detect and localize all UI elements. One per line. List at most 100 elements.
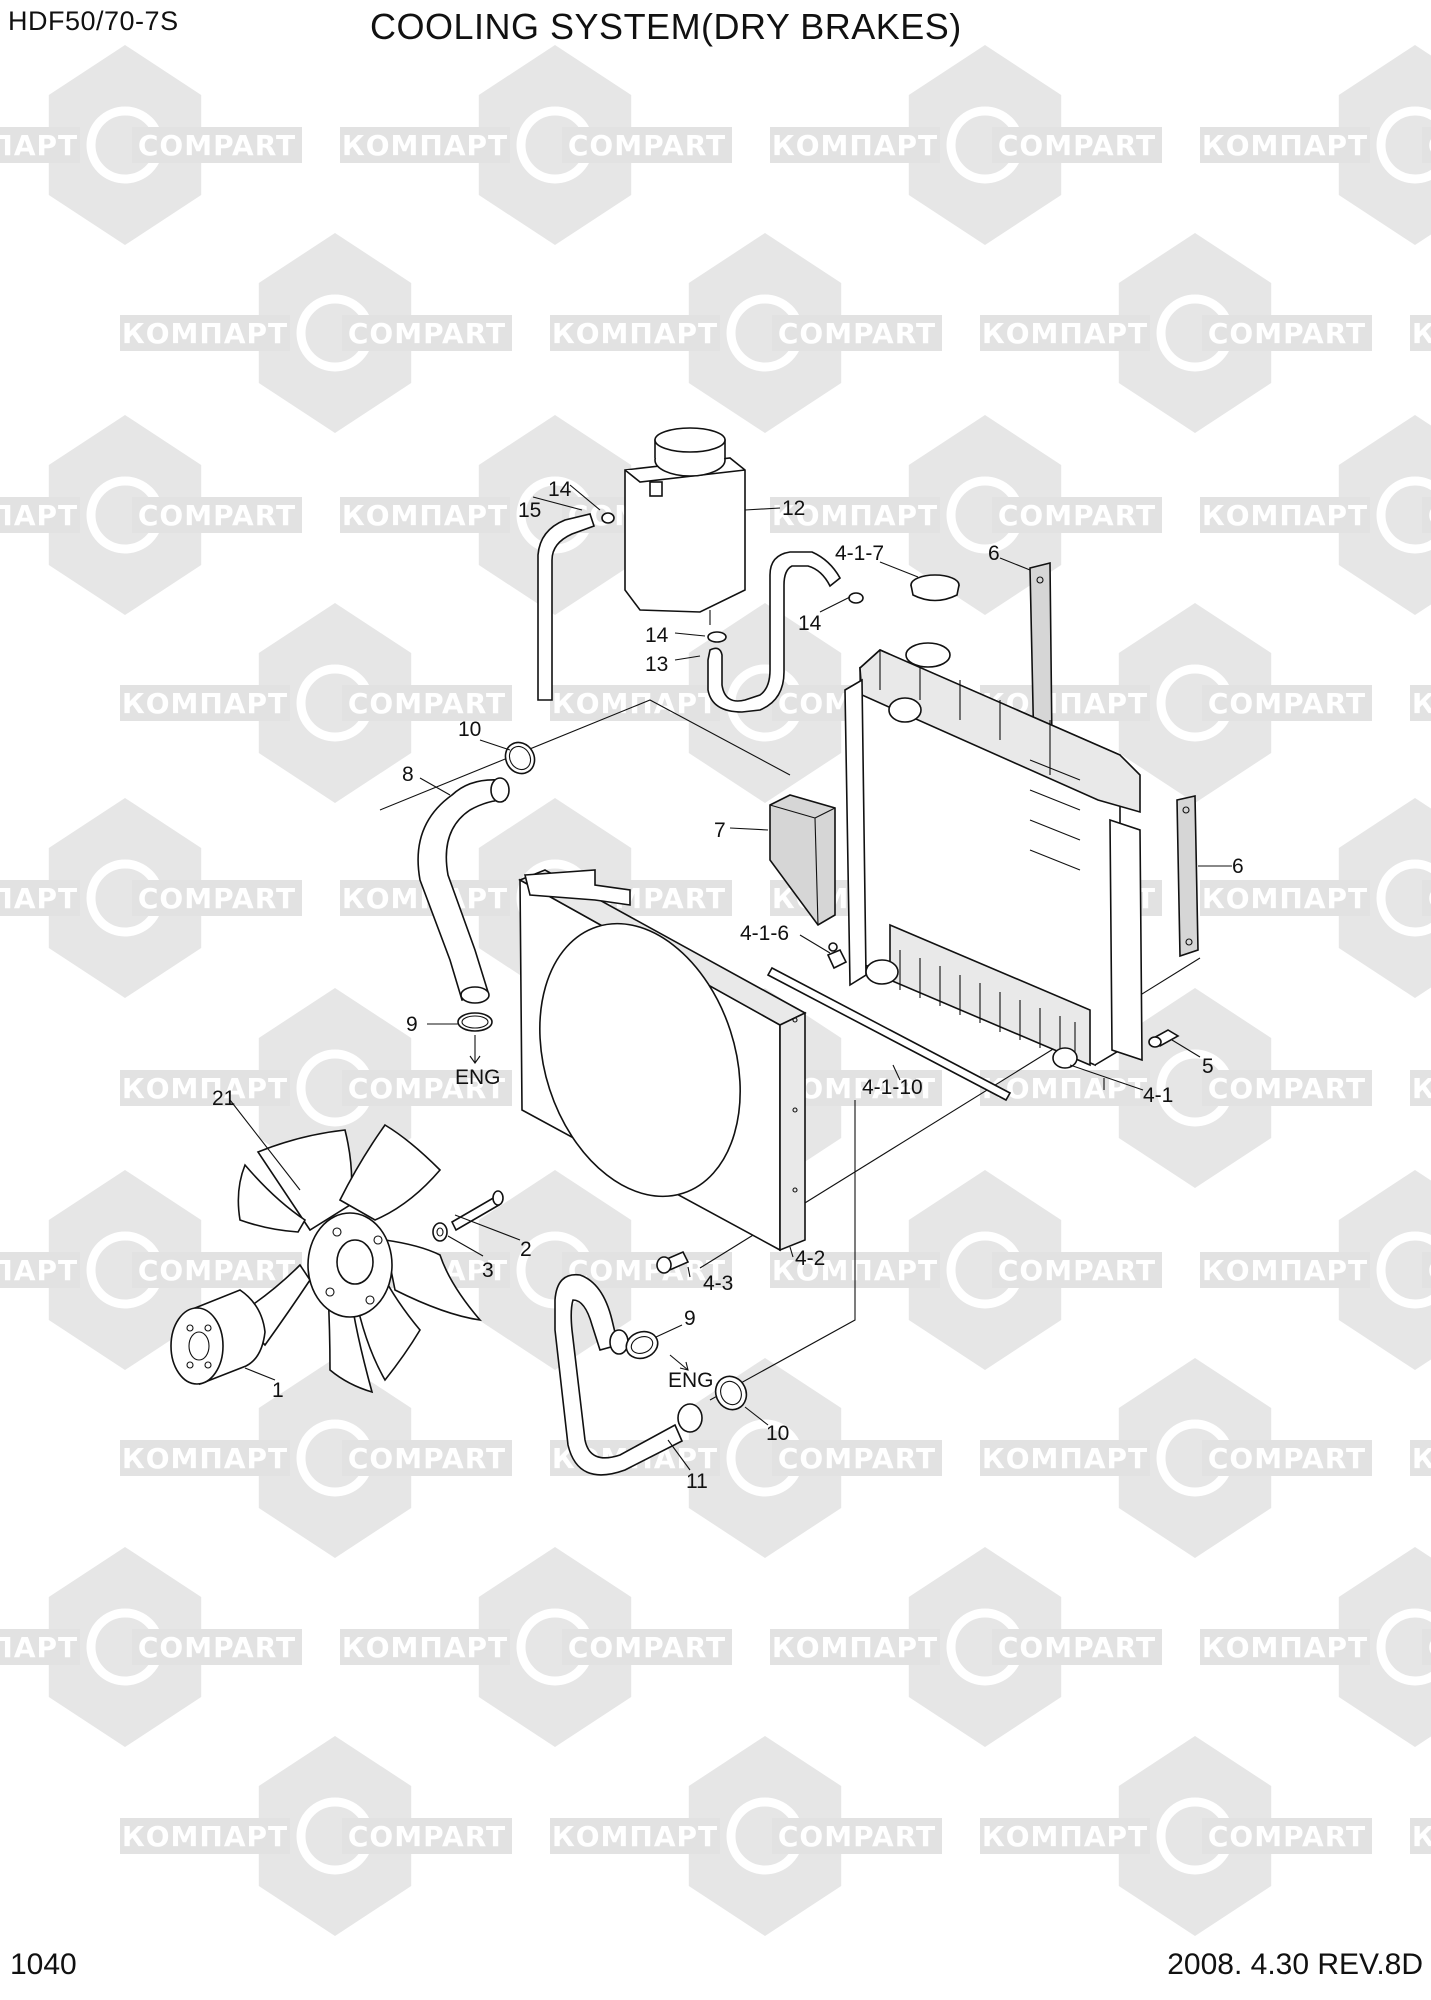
watermark-bar <box>550 685 720 721</box>
watermark-bar <box>992 1252 1162 1288</box>
watermark-text: КОМПАРТ <box>1202 129 1368 162</box>
watermark-text: COMPART <box>348 1072 506 1105</box>
watermark-text: COMPART <box>1208 687 1366 720</box>
lower-hose <box>554 1273 703 1476</box>
watermark-text: COMPART <box>138 1631 296 1664</box>
watermark-bar <box>1410 1818 1431 1854</box>
callout-4-1-6: 4-1-6 <box>740 922 789 945</box>
watermark-bar <box>1410 1070 1431 1106</box>
watermark-bar <box>132 880 302 916</box>
callout-2: 2 <box>520 1238 532 1261</box>
callout-10-upper: 10 <box>458 718 481 741</box>
watermark-bar <box>772 315 942 351</box>
watermark-bar <box>342 685 512 721</box>
watermark-bar <box>992 127 1162 163</box>
watermark-bar <box>340 1629 510 1665</box>
watermark-text: КОМПАРТ <box>982 1820 1148 1853</box>
hose-clamp-upper <box>504 741 536 775</box>
watermark-text: КОМПАРТ <box>0 129 78 162</box>
watermark-text: КОМПАРТ <box>1412 687 1431 720</box>
watermark-text: КОМПАРТ <box>1202 882 1368 915</box>
watermark-bar <box>0 497 80 533</box>
watermark-bar <box>1422 127 1431 163</box>
watermark-text: КОМПАРТ <box>982 317 1148 350</box>
watermark-hexagon <box>1118 233 1272 433</box>
fan-washer <box>432 1222 448 1242</box>
watermark-hexagon <box>258 603 412 803</box>
watermark-hexagon <box>48 1547 202 1747</box>
watermark-hexagon <box>48 415 202 615</box>
callout-14-b: 14 <box>645 624 669 647</box>
watermark-text: КОМПАРТ <box>0 1631 78 1664</box>
exploded-view <box>170 427 1232 1476</box>
watermark-bar <box>1422 880 1431 916</box>
watermark-bar <box>1410 1440 1431 1476</box>
watermark-bar <box>770 1629 940 1665</box>
watermark-text: COMPART <box>998 1631 1156 1664</box>
watermark-text: КОМПАРТ <box>982 1442 1148 1475</box>
watermark-text: КОМПАРТ <box>342 129 508 162</box>
watermark-text: КОМПАРТ <box>342 1631 508 1664</box>
watermark-text: КОМПАРТ <box>772 1631 938 1664</box>
mounting-bracket-side <box>1176 795 1199 958</box>
watermark-text: COMPART <box>568 1631 726 1664</box>
callout-11: 11 <box>686 1470 708 1493</box>
watermark-hexagon <box>688 1736 842 1936</box>
watermark-text: КОМПАРТ <box>1202 1254 1368 1287</box>
watermark-hexagon <box>908 1547 1062 1747</box>
callout-4-1-7: 4-1-7 <box>835 542 884 565</box>
watermark-text: COMPART <box>1428 882 1431 915</box>
watermark-bar <box>132 497 302 533</box>
watermark-hexagon <box>908 1170 1062 1370</box>
watermark-text: КОМПАРТ <box>552 687 718 720</box>
watermark-bar <box>342 315 512 351</box>
watermark-hexagon <box>688 233 842 433</box>
watermark-bar <box>770 497 940 533</box>
page-number: 1040 <box>10 1948 77 1981</box>
watermark-bar <box>342 1818 512 1854</box>
watermark-bar <box>1200 1629 1370 1665</box>
watermark-bar <box>0 880 80 916</box>
upper-hose <box>417 777 510 1004</box>
watermark-bar <box>0 1629 80 1665</box>
watermark-text: COMPART <box>778 1442 936 1475</box>
hose-clamp-lower <box>714 1375 748 1411</box>
callout-12: 12 <box>782 497 805 520</box>
fan-shroud <box>518 869 807 1252</box>
watermark-text: COMPART <box>778 317 936 350</box>
watermark-hexagon <box>1118 1358 1272 1558</box>
radiator-core <box>844 642 1143 1069</box>
watermark-hexagon <box>48 1170 202 1370</box>
callout-4-1: 4-1 <box>1143 1084 1173 1107</box>
watermark-text: КОМПАРТ <box>982 1072 1148 1105</box>
watermark-hexagon <box>258 988 412 1188</box>
callout-14-c: 14 <box>798 612 822 635</box>
watermark-text: КОМПАРТ <box>342 499 508 532</box>
watermark-text: COMPART <box>568 129 726 162</box>
hose-clamp-eng-lower <box>625 1330 689 1371</box>
eng-label-upper: ENG <box>455 1066 501 1089</box>
watermark-bar <box>342 1440 512 1476</box>
model-code: HDF50/70-7S <box>8 6 179 36</box>
watermark-text: КОМПАРТ <box>1202 1631 1368 1664</box>
drain-plug <box>1148 1029 1180 1048</box>
watermark-bar <box>980 315 1150 351</box>
callout-21: 21 <box>212 1087 235 1110</box>
seal-strip <box>766 966 1012 1102</box>
watermark-hexagon <box>478 1547 632 1747</box>
watermark-text: КОМПАРТ <box>0 882 78 915</box>
watermark-bar <box>342 1070 512 1106</box>
watermark-bar <box>1200 1252 1370 1288</box>
callout-4-2: 4-2 <box>795 1247 825 1270</box>
watermark-bar <box>562 127 732 163</box>
page-title: COOLING SYSTEM(DRY BRAKES) <box>370 6 962 47</box>
callout-labels: 14 15 12 4-1-7 6 14 14 13 10 8 7 4-1-6 6… <box>212 478 1244 1493</box>
watermark-bar <box>0 1252 80 1288</box>
watermark-text: КОМПАРТ <box>552 1820 718 1853</box>
overflow-hose <box>537 512 615 701</box>
fan-bolt <box>450 1190 504 1232</box>
watermark-ring <box>1376 1231 1431 1309</box>
watermark-bar <box>120 1070 290 1106</box>
watermark-text: КОМПАРТ <box>772 499 938 532</box>
watermark-bar <box>1422 497 1431 533</box>
